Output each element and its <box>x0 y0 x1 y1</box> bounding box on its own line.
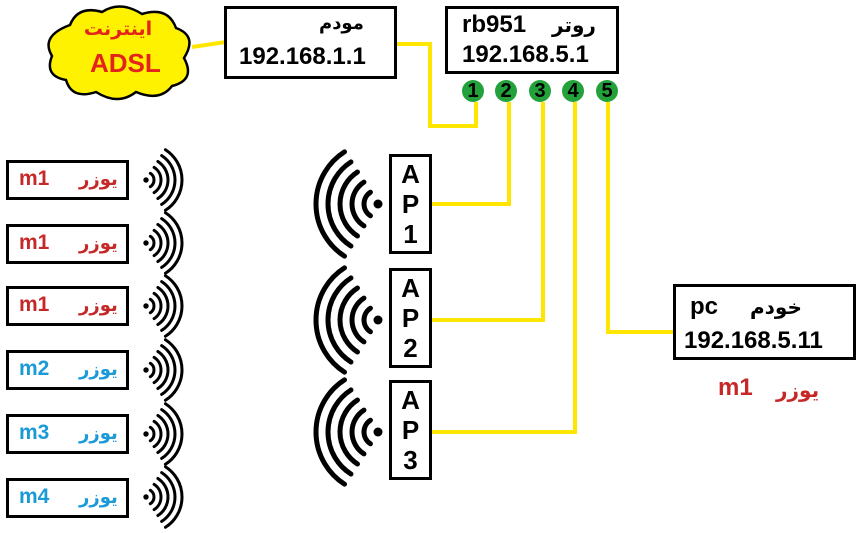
access-point-2: A P 2 <box>389 268 432 368</box>
user-word: یوزر <box>79 233 118 253</box>
server-pc-box: pc خودم 192.168.5.11 <box>673 284 856 360</box>
access-point-1: A P 1 <box>389 154 432 254</box>
router-box: rb951 روتر 192.168.5.1 <box>445 6 619 74</box>
ap2-char-num: 2 <box>403 333 418 363</box>
access-point-3: A P 3 <box>389 380 432 480</box>
ap2-char-a: A <box>401 273 420 303</box>
ap-wifi-icon-3 <box>313 377 383 487</box>
user-wifi-icon-4 <box>143 338 184 402</box>
cable-port5-pc <box>606 102 674 334</box>
ap1-char-num: 1 <box>403 219 418 249</box>
router-port-1: 1 <box>462 80 484 102</box>
cable-internet-modem <box>191 40 227 49</box>
user-box-3: m1 یوزر <box>6 286 129 326</box>
user-wifi-icon-2 <box>143 211 184 275</box>
user-id: m3 <box>19 421 50 444</box>
ap1-char-p: P <box>401 189 420 219</box>
ap-wifi-icon-1 <box>313 149 383 259</box>
adsl-label: ADSL <box>90 48 161 78</box>
router-ip: 192.168.5.1 <box>462 41 589 68</box>
user-word: یوزر <box>79 169 118 189</box>
internet-cloud-icon <box>47 5 191 101</box>
ap1-char-a: A <box>401 159 420 189</box>
user-id: m1 <box>19 231 50 254</box>
router-model: rb951 <box>462 11 527 38</box>
modem-box: مودم 192.168.1.1 <box>224 6 397 79</box>
server-pc-label: خودم <box>750 297 802 319</box>
user-box-2: m1 یوزر <box>6 224 129 264</box>
router-port-5: 5 <box>596 80 618 102</box>
server-pc-ip: 192.168.5.11 <box>684 327 823 354</box>
cable-port2-ap1 <box>432 102 511 206</box>
ap-wifi-icon-2 <box>313 265 383 375</box>
user-id: m2 <box>19 357 50 380</box>
cable-modem-port1 <box>396 42 478 128</box>
user-box-5: m3 یوزر <box>6 414 129 454</box>
user-wifi-icon-1 <box>143 148 184 212</box>
user-word: یوزر <box>79 295 118 315</box>
user-word: یوزر <box>79 359 118 379</box>
modem-label: مودم <box>319 13 364 33</box>
ap3-char-a: A <box>401 385 420 415</box>
cables <box>191 40 674 434</box>
router-port-3: 3 <box>529 80 551 102</box>
ap2-char-p: P <box>401 303 420 333</box>
cable-port4-ap3 <box>432 102 577 434</box>
user-word: یوزر <box>79 487 118 507</box>
modem-ip: 192.168.1.1 <box>239 43 366 70</box>
ap3-char-p: P <box>401 415 420 445</box>
server-pc-user-word: یوزر <box>776 380 820 402</box>
user-word: یوزر <box>79 423 118 443</box>
user-id: m1 <box>19 167 50 190</box>
router-label: روتر <box>552 15 596 37</box>
user-wifi-icons <box>143 148 184 529</box>
user-wifi-icon-5 <box>143 402 184 466</box>
ap3-char-num: 3 <box>403 445 418 475</box>
router-port-2: 2 <box>495 80 517 102</box>
cable-port3-ap2 <box>432 102 545 322</box>
user-id: m1 <box>19 293 50 316</box>
user-wifi-icon-3 <box>143 274 184 338</box>
router-port-4: 4 <box>562 80 584 102</box>
server-pc-name: pc <box>690 293 719 320</box>
user-id: m4 <box>19 485 50 508</box>
ap-wifi-icons <box>313 149 383 487</box>
user-box-1: m1 یوزر <box>6 160 129 200</box>
server-pc-user-id: m1 <box>718 374 753 401</box>
user-wifi-icon-6 <box>143 465 184 529</box>
internet-label: اینترنت <box>83 19 153 40</box>
user-box-6: m4 یوزر <box>6 478 129 518</box>
user-box-4: m2 یوزر <box>6 350 129 390</box>
